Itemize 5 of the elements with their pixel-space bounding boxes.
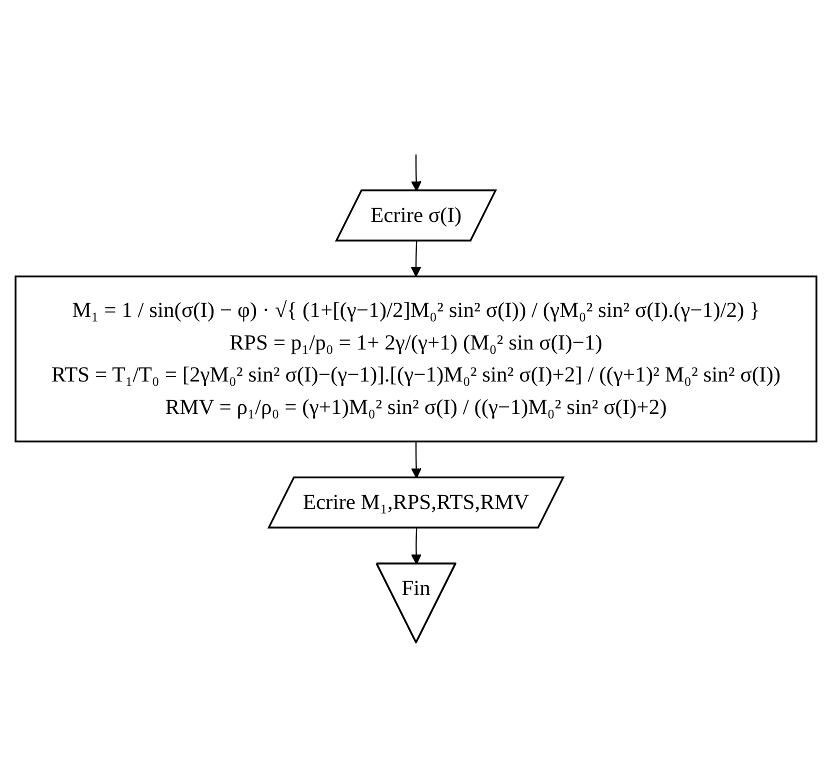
arrow (411, 154, 422, 191)
arrow (411, 528, 422, 564)
node-box: M₁ = 1 / sin(σ(I) − φ) · √{ (1+[(γ−1)/2]M₀² sin² σ(I)) / (γM₀² sin² σ(I).(γ−1)/2) } RPS = p₁/p₀ = 1+ 2γ/(γ+1) (M₀² sin σ(I)−1) RTS = T₁/T₀ = [2γM₀² sin² σ(I)−(γ−1)].[(γ−1)M₀² sin² σ(I)+2] / ((γ+1)² M₀² sin² σ(I)) RMV = ρ₁/ρ₀ = (γ+1)M₀² sin² σ(I) / ((γ−1)M₀² sin² σ(I)+2) (14, 275, 818, 442)
arrow (411, 440, 422, 478)
arrow (410, 240, 422, 276)
